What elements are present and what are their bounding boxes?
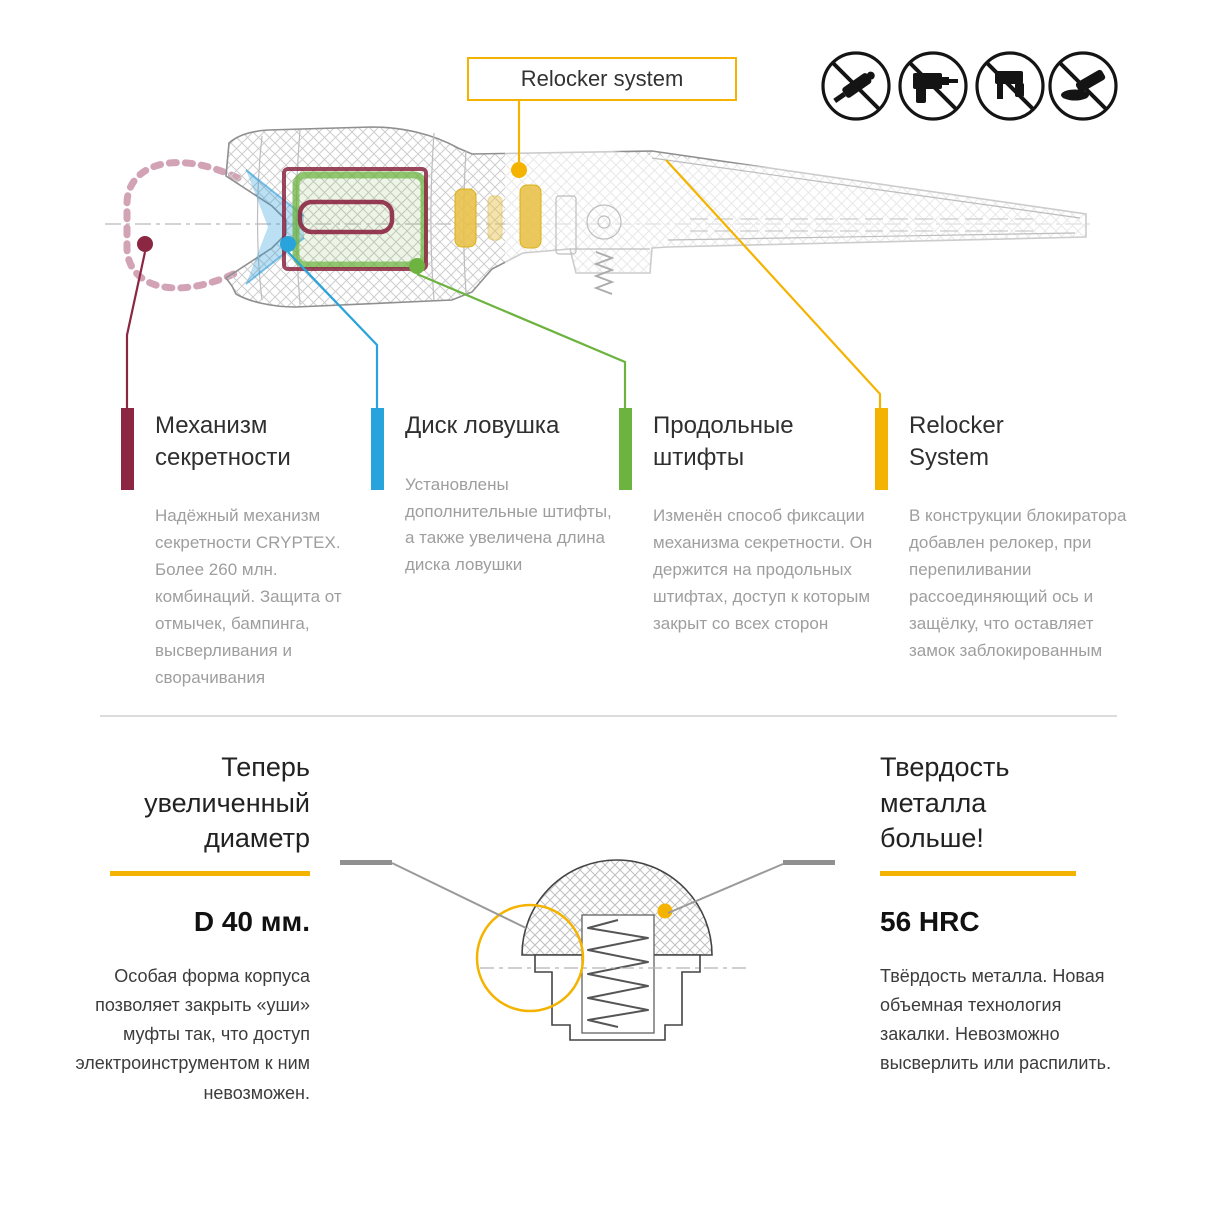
relocker-pins-highlight bbox=[454, 184, 542, 249]
right-callout-bar bbox=[783, 860, 835, 865]
feature-body: Надёжный механизм секретности CRYPTEX. Б… bbox=[155, 506, 342, 687]
longitudinal-pins-highlight bbox=[292, 171, 428, 269]
callout-dot-relocker bbox=[511, 162, 527, 178]
spring bbox=[587, 919, 649, 1028]
feature-body: Установлены дополнительные штифты, а так… bbox=[405, 474, 612, 575]
callout-line-secrecy bbox=[125, 251, 147, 409]
disc-trap-highlight bbox=[246, 170, 304, 284]
prohibition-icons bbox=[821, 51, 1118, 121]
left-callout-bar bbox=[340, 860, 392, 865]
feature-title: Relocker System bbox=[909, 412, 1004, 471]
color-bar-yellow bbox=[875, 408, 888, 490]
highlight-dot bbox=[657, 903, 673, 919]
diameter-block: Теперь увеличенный диаметр D 40 мм. Особ… bbox=[60, 750, 310, 1108]
highlight-circle bbox=[475, 903, 585, 1013]
lock-diagram bbox=[105, 51, 1118, 409]
hardness-underline bbox=[880, 870, 1076, 876]
no-drill-icon bbox=[898, 51, 968, 121]
callout-line-disc-trap bbox=[287, 251, 379, 409]
hardness-title: Твердость металла больше! bbox=[880, 752, 1010, 854]
section-divider bbox=[100, 715, 1117, 717]
feature-title: Продольные штифты bbox=[653, 412, 794, 471]
feature-relocker-system: Relocker System В конструкции блокиратор… bbox=[875, 408, 1129, 665]
no-engraving-tool-icon bbox=[821, 51, 891, 121]
feature-body: Изменён способ фиксации механизма секрет… bbox=[653, 506, 873, 633]
color-bar-maroon bbox=[121, 408, 134, 490]
callout-line-relocker-right bbox=[665, 159, 882, 409]
no-angle-grinder-icon bbox=[1048, 51, 1118, 121]
callout-dot-secrecy bbox=[137, 236, 153, 252]
feature-title: Диск ловушка bbox=[405, 412, 560, 439]
right-callout-line bbox=[667, 863, 784, 914]
secrecy-mechanism-outline bbox=[282, 167, 428, 271]
cap-section-diagram bbox=[340, 859, 835, 1041]
no-hammer-drill-icon bbox=[975, 51, 1045, 121]
relocker-system-label: Relocker system bbox=[520, 66, 684, 91]
body-detail-lines bbox=[256, 129, 1081, 305]
feature-longitudinal-pins: Продольные штифты Изменён способ фиксаци… bbox=[619, 408, 873, 638]
color-bar-green bbox=[619, 408, 632, 490]
feature-secrecy-mechanism: Механизм секретности Надёжный механизм с… bbox=[121, 408, 375, 691]
arm-light-overlay bbox=[505, 140, 1090, 302]
callout-dot-pins bbox=[409, 258, 425, 274]
diameter-title: Теперь увеличенный диаметр bbox=[144, 752, 310, 854]
left-callout-line bbox=[391, 862, 527, 929]
relocker-system-label-box: Relocker system bbox=[467, 57, 737, 101]
callout-dot-disc-trap bbox=[280, 236, 296, 252]
cap-dome bbox=[521, 859, 713, 956]
callout-line-pins bbox=[416, 272, 627, 409]
feature-body: В конструкции блокиратора добавлен релок… bbox=[909, 506, 1127, 660]
hardness-block: Твердость металла больше! 56 HRC Твёрдос… bbox=[880, 750, 1130, 1079]
feature-disc-trap: Диск ловушка Установлены дополнительные … bbox=[371, 408, 625, 579]
spring-cavity bbox=[581, 914, 655, 1034]
secrecy-mechanism-core bbox=[297, 199, 395, 235]
diameter-underline bbox=[110, 870, 310, 876]
hardness-value: 56 HRC bbox=[880, 905, 980, 937]
color-bar-blue bbox=[371, 408, 384, 490]
diameter-body: Особая форма корпуса позволяет закрыть «… bbox=[75, 965, 311, 1103]
feature-title: Механизм секретности bbox=[155, 412, 291, 471]
diameter-value: D 40 мм. bbox=[193, 905, 310, 937]
hardness-body: Твёрдость металла. Новая объемная технол… bbox=[880, 965, 1112, 1074]
coupling-loop-dashed bbox=[123, 159, 242, 292]
